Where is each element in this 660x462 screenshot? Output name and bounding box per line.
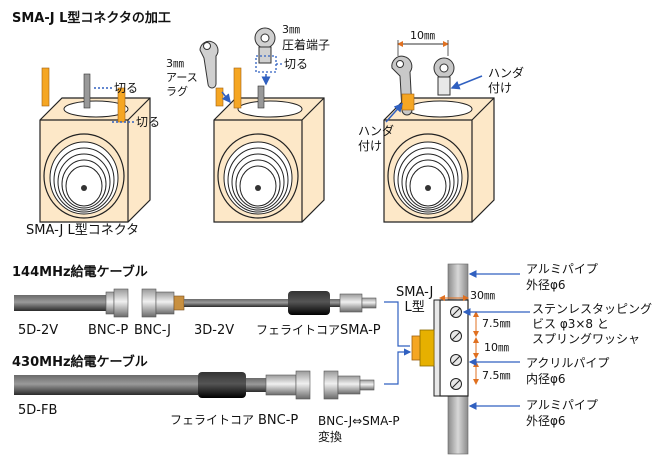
cable144-label-4: フェライトコア <box>256 323 341 337</box>
cable-144 <box>14 288 377 318</box>
spacing-label-3: 7.5㎜ <box>482 369 511 382</box>
cable430-label-3: BNC-J⇔SMA-P 変換 <box>318 414 400 444</box>
cut-label-3: 切る <box>284 57 309 71</box>
earth-lug-label: 3㎜ アース ラグ <box>166 57 198 98</box>
pipe-top-label: アルミパイプ 外径φ6 <box>526 262 598 292</box>
crimp-name-label: 圧着端子 <box>282 38 331 52</box>
cable144-label-5: SMA-P <box>340 323 381 338</box>
crimp-terminal-icon <box>254 27 276 64</box>
soldered-lug-icon <box>391 55 415 116</box>
cut-label-2: 切る <box>136 115 161 129</box>
cable144-label-3: 3D-2V <box>194 323 235 338</box>
cable144-label-0: 5D-2V <box>18 323 59 338</box>
spacing-label-2: 10㎜ <box>484 341 509 354</box>
cable430-title: 430MHz給電ケーブル <box>12 355 148 370</box>
solder-label-left: ハンダ 付け <box>358 124 395 153</box>
acrylic-label: アクリルパイプ 内径φ6 <box>526 356 610 386</box>
width-10mm-label: 10㎜ <box>410 29 435 42</box>
connector-right <box>383 97 495 223</box>
sma-j-label: SMA-J L型 <box>396 285 434 315</box>
cable144-title: 144MHz給電ケーブル <box>12 265 148 280</box>
top-title: SMA-J L型コネクタの加工 <box>12 11 171 26</box>
mount-width-label: 30㎜ <box>470 289 495 302</box>
earth-lug-icon <box>199 40 219 89</box>
soldered-terminal-icon <box>433 57 455 96</box>
cable144-label-2: BNC-J <box>134 323 171 338</box>
cable430-label-1: フェライトコア <box>170 413 255 427</box>
cable430-label-2: BNC-P <box>258 413 299 428</box>
solder-label-right: ハンダ 付け <box>488 66 525 95</box>
cable430-label-0: 5D-FB <box>18 403 58 418</box>
connector-middle <box>213 67 325 223</box>
screws-label: ステンレスタッピング ビス φ3×8 と スプリングワッシャ <box>532 302 653 346</box>
cut-label-1: 切る <box>114 81 139 95</box>
crimp-size-label: 3㎜ <box>282 23 300 36</box>
cable-430 <box>14 370 375 400</box>
pipe-bottom-label: アルミパイプ 外径φ6 <box>526 398 598 428</box>
connector-caption: SMA-J L型コネクタ <box>26 223 140 238</box>
cable144-label-1: BNC-P <box>88 323 129 338</box>
spacing-label-1: 7.5㎜ <box>482 317 511 330</box>
